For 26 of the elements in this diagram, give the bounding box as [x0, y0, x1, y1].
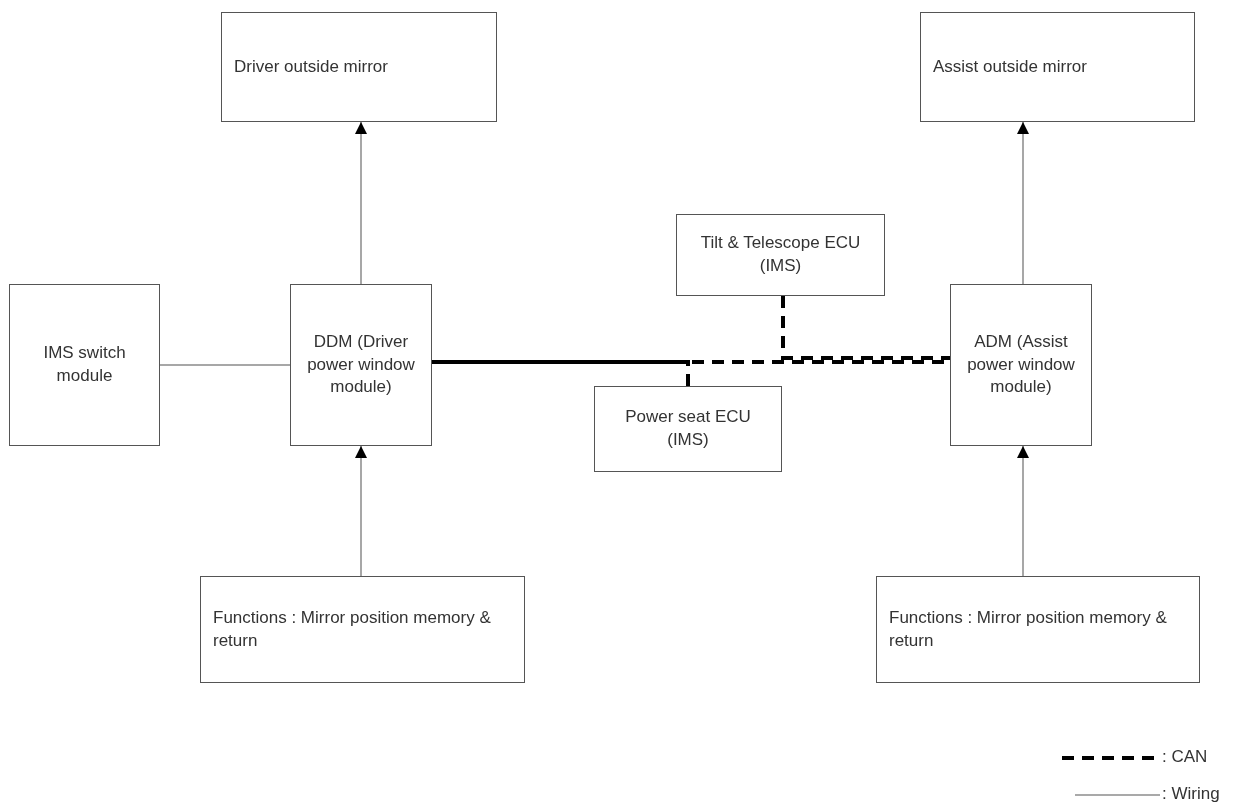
box-label: Functions : Mirror position memory & return [213, 606, 492, 652]
box-label: ADM (Assist power window module) [966, 330, 1076, 399]
box-label: Power seat ECU (IMS) [624, 406, 752, 451]
box-label: Functions : Mirror position memory & return [889, 606, 1168, 652]
box-label: Assist outside mirror [933, 55, 1087, 78]
connector-line [159, 364, 291, 366]
box-label: Driver outside mirror [234, 55, 388, 78]
module-box [920, 12, 1195, 122]
box-label: DDM (Driver power window module) [306, 330, 416, 399]
module-box [950, 284, 1092, 446]
module-box [221, 12, 497, 122]
legend-label: : Wiring [1162, 784, 1220, 804]
legend-label: : CAN [1162, 747, 1208, 767]
dashed-connector [781, 296, 950, 360]
module-box [200, 576, 525, 683]
connector-line [355, 445, 367, 577]
module-box [9, 284, 160, 446]
connector-line [1017, 445, 1029, 577]
connector-line [1017, 121, 1029, 285]
module-box [676, 214, 885, 296]
connector-line [355, 121, 367, 285]
box-label: Tilt & Telescope ECU (IMS) [699, 232, 862, 277]
box-label: IMS switch module [42, 342, 127, 387]
module-box [876, 576, 1200, 683]
module-box [594, 386, 782, 472]
module-box [290, 284, 432, 446]
